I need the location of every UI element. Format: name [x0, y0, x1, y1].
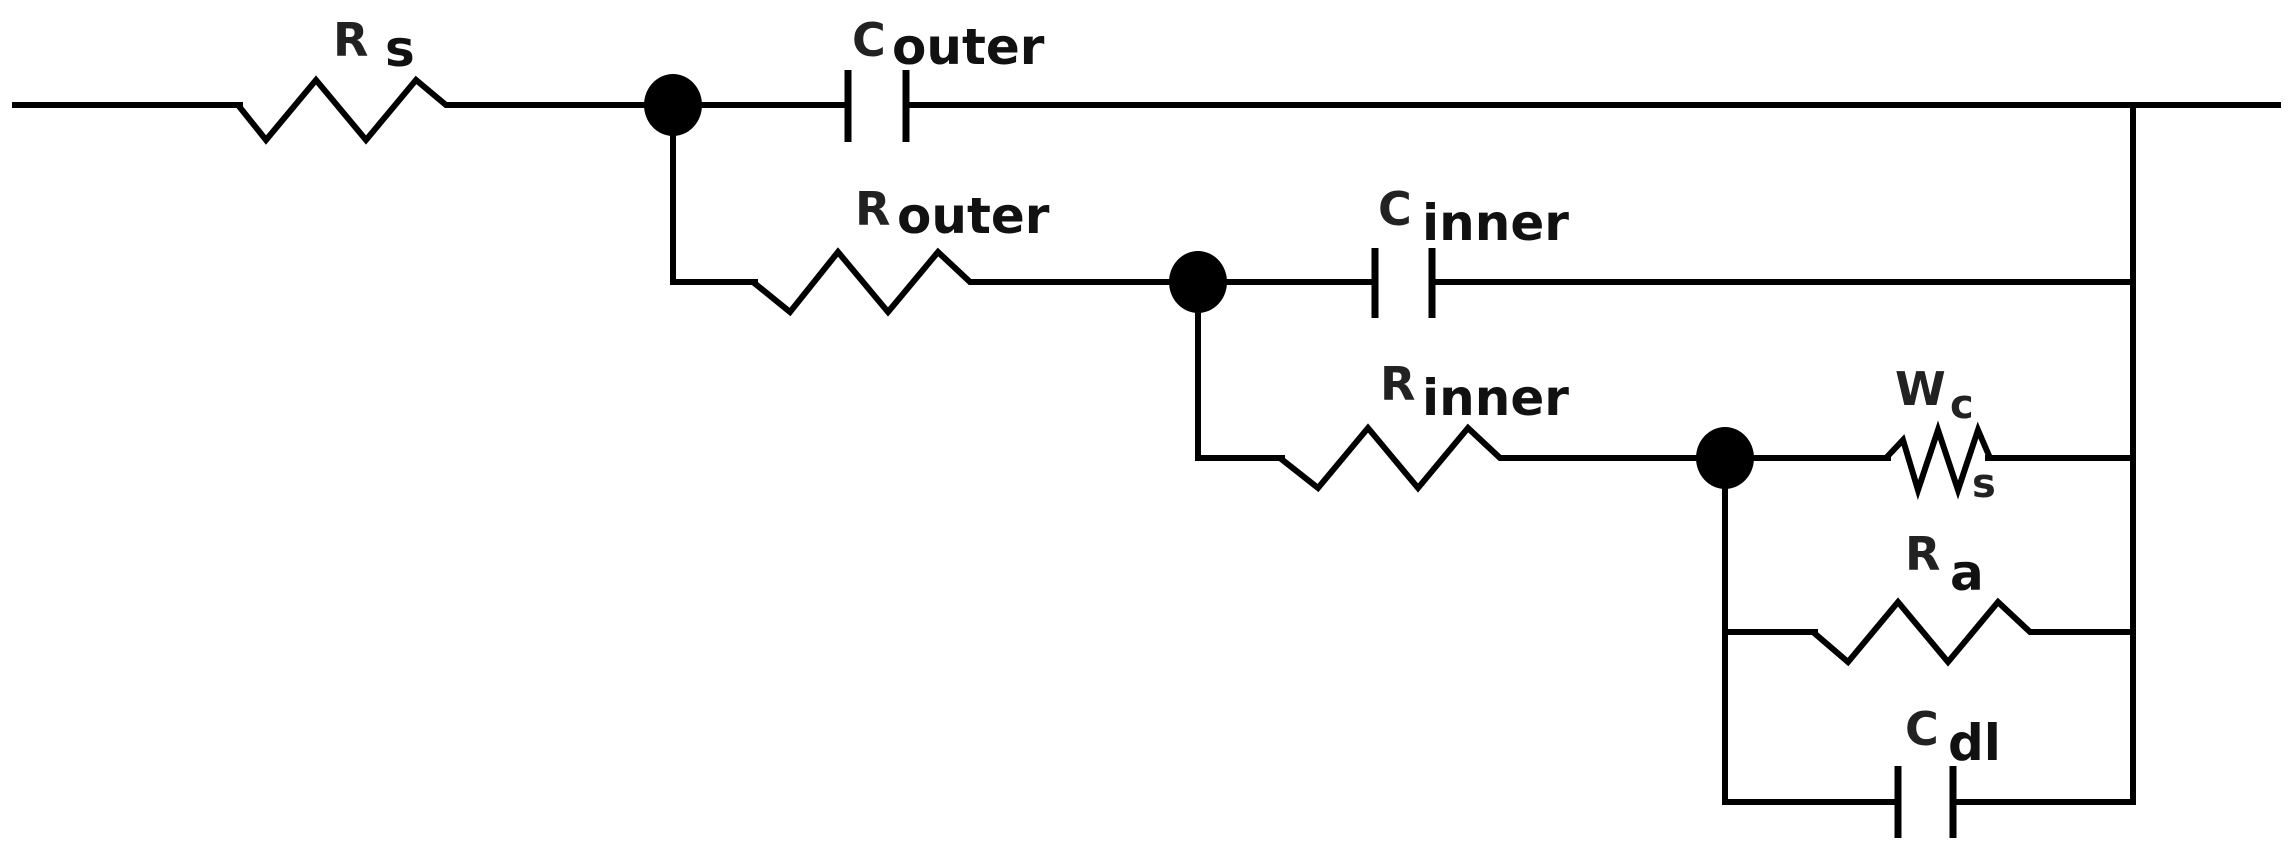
junction-node-3: [1696, 427, 1754, 489]
junction-node-1: [644, 74, 702, 136]
top-branch: [12, 70, 2281, 145]
wire-node1-down: [670, 102, 758, 285]
label-rs: R s: [333, 13, 415, 78]
label-cdl: C dl: [1905, 702, 2001, 772]
wire-node2-down: [1195, 279, 1285, 461]
label-cinner-sub: inner: [1422, 194, 1569, 252]
resistor-router: [751, 247, 1000, 317]
label-cdl-main: C: [1905, 702, 1939, 756]
parallel-ra-cdl-branch: [1722, 455, 2136, 838]
label-cinner-main: C: [1378, 182, 1412, 236]
resistor-ra: [1811, 597, 2045, 667]
label-rs-main: R: [333, 13, 368, 67]
label-router-main: R: [855, 182, 890, 236]
junction-node-2: [1169, 251, 1227, 313]
label-w-main: W: [1895, 362, 1946, 416]
label-cinner: C inner: [1378, 182, 1569, 252]
label-couter-sub: outer: [892, 18, 1045, 76]
label-rinner-sub: inner: [1422, 369, 1569, 427]
label-rinner-main: R: [1380, 357, 1415, 411]
label-cdl-sub: dl: [1948, 714, 2001, 772]
label-rs-sub: s: [385, 20, 415, 78]
label-ra-main: R: [1905, 527, 1940, 581]
label-couter: C outer: [852, 13, 1045, 76]
inner-branch: [1195, 279, 2136, 500]
resistor-rinner: [1278, 423, 1530, 493]
label-router-sub: outer: [897, 187, 1050, 245]
label-w: W c s: [1895, 362, 1996, 507]
label-ra-sub: a: [1950, 544, 1984, 602]
label-w-bottom-sub: s: [1972, 461, 1996, 507]
label-rinner: R inner: [1380, 357, 1569, 427]
label-router: R outer: [855, 182, 1050, 245]
label-w-top-sub: c: [1950, 382, 1974, 428]
label-couter-main: C: [852, 13, 886, 67]
label-ra: R a: [1905, 527, 1984, 602]
warburg-element-w: [1883, 420, 1993, 500]
resistor-rs: [235, 75, 470, 145]
